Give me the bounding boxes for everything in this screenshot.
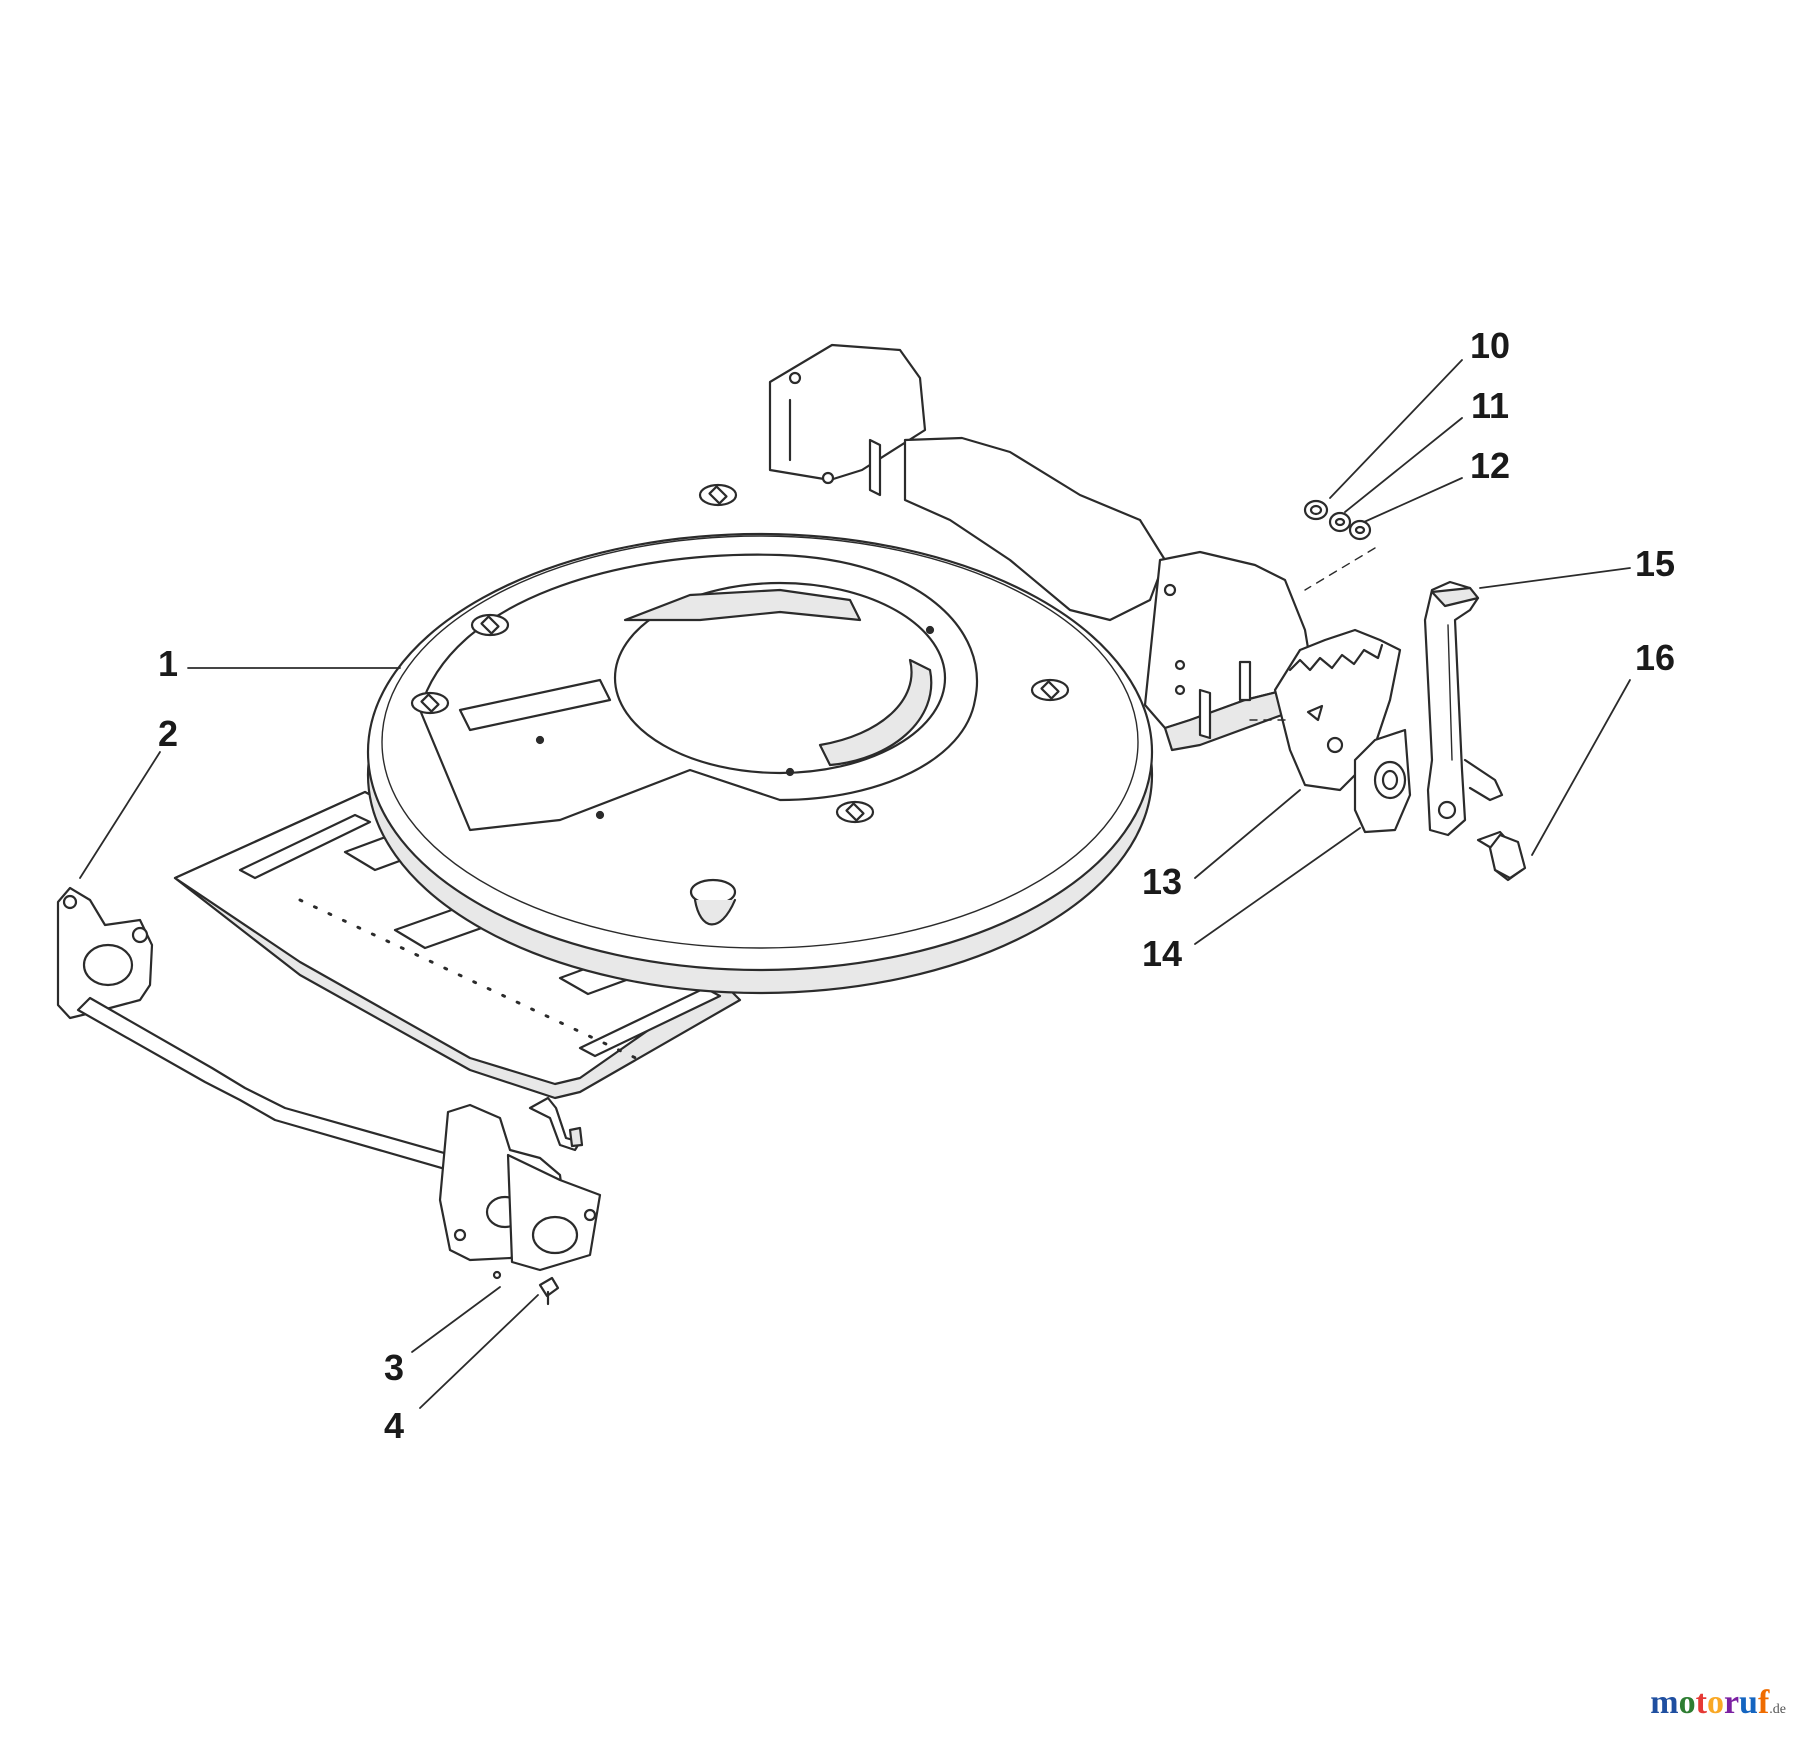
callout-2: 2: [157, 713, 179, 754]
brand-watermark: motoruf.de: [1650, 1686, 1786, 1720]
callout-13: 13: [1141, 861, 1183, 902]
callout-3: 3: [383, 1347, 405, 1388]
callout-11: 11: [1470, 385, 1510, 426]
callout-14: 14: [1141, 933, 1183, 974]
nut-washer-stack: [1303, 499, 1376, 591]
callout-4: 4: [383, 1405, 405, 1446]
front-skid-plate: [173, 790, 742, 1100]
axle-bracket-screw: [492, 1270, 560, 1306]
wheel-axle-bracket: [1353, 728, 1412, 834]
callout-10: 10: [1469, 325, 1511, 366]
watermark-brand: motoruf: [1650, 1684, 1770, 1721]
callout-12: 12: [1469, 445, 1511, 486]
deck-fasteners: [410, 483, 1070, 926]
watermark-tld: .de: [1769, 1702, 1786, 1717]
hex-bolt: [1476, 830, 1527, 882]
rear-discharge-housing: [768, 343, 1312, 752]
callout-16: 16: [1634, 637, 1676, 678]
leader-lines: [79, 359, 1631, 1409]
callout-15: 15: [1634, 543, 1676, 584]
callout-1: 1: [157, 643, 179, 684]
height-adjust-lever: [1423, 580, 1504, 837]
front-axle: [56, 886, 602, 1272]
cutting-deck: [366, 483, 1154, 995]
